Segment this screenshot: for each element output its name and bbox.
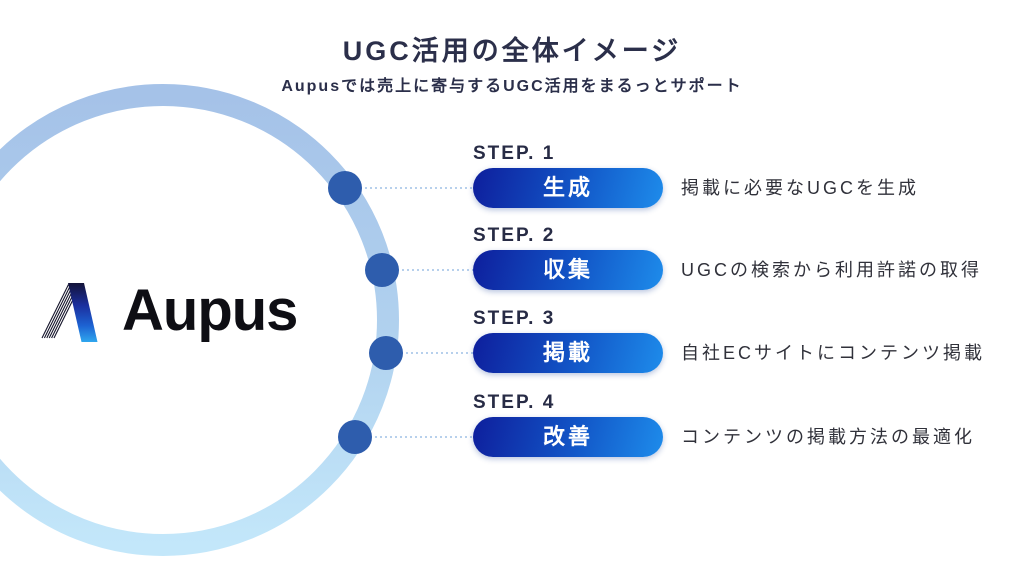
step-4-label: STEP. 4 bbox=[473, 392, 556, 413]
step-2-label: STEP. 2 bbox=[473, 225, 556, 246]
aupus-caret-logo-icon bbox=[41, 283, 98, 342]
step-row-3: STEP. 3 掲載 自社ECサイトにコンテンツ掲載 bbox=[473, 307, 985, 373]
step-4-pill: 改善 bbox=[473, 417, 663, 457]
step-node-dot-2 bbox=[365, 253, 399, 287]
step-row-4: STEP. 4 改善 コンテンツの掲載方法の最適化 bbox=[473, 391, 975, 457]
step-2-description: UGCの検索から利用許諾の取得 bbox=[681, 260, 982, 280]
header: UGC活用の全体イメージ Aupusでは売上に寄与するUGC活用をまるっとサポー… bbox=[0, 34, 1024, 97]
step-1-label: STEP. 1 bbox=[473, 143, 556, 164]
step-4-action: 改善 bbox=[542, 424, 593, 449]
step-3-pill: 掲載 bbox=[473, 333, 663, 373]
step-2-pill: 収集 bbox=[473, 250, 663, 290]
timeline-ring bbox=[0, 84, 399, 556]
step-row-2: STEP. 2 収集 UGCの検索から利用許諾の取得 bbox=[473, 224, 982, 290]
brand-name: Aupus bbox=[122, 278, 298, 343]
step-node-dot-3 bbox=[369, 336, 403, 370]
page-subtitle: Aupusでは売上に寄与するUGC活用をまるっとサポート bbox=[281, 78, 743, 95]
step-node-dot-1 bbox=[328, 171, 362, 205]
step-3-label: STEP. 3 bbox=[473, 308, 556, 329]
step-3-description: 自社ECサイトにコンテンツ掲載 bbox=[681, 343, 986, 363]
brand-logo: Aupus bbox=[40, 278, 298, 345]
step-1-pill: 生成 bbox=[473, 168, 663, 208]
step-node-dot-4 bbox=[338, 420, 372, 454]
page-title: UGC活用の全体イメージ bbox=[342, 36, 682, 66]
step-2-action: 収集 bbox=[542, 257, 593, 282]
step-4-description: コンテンツの掲載方法の最適化 bbox=[681, 427, 975, 447]
step-3-action: 掲載 bbox=[542, 340, 593, 365]
step-1-action: 生成 bbox=[542, 175, 593, 200]
step-row-1: STEP. 1 生成 掲載に必要なUGCを生成 bbox=[473, 142, 919, 208]
step-1-description: 掲載に必要なUGCを生成 bbox=[681, 178, 919, 198]
